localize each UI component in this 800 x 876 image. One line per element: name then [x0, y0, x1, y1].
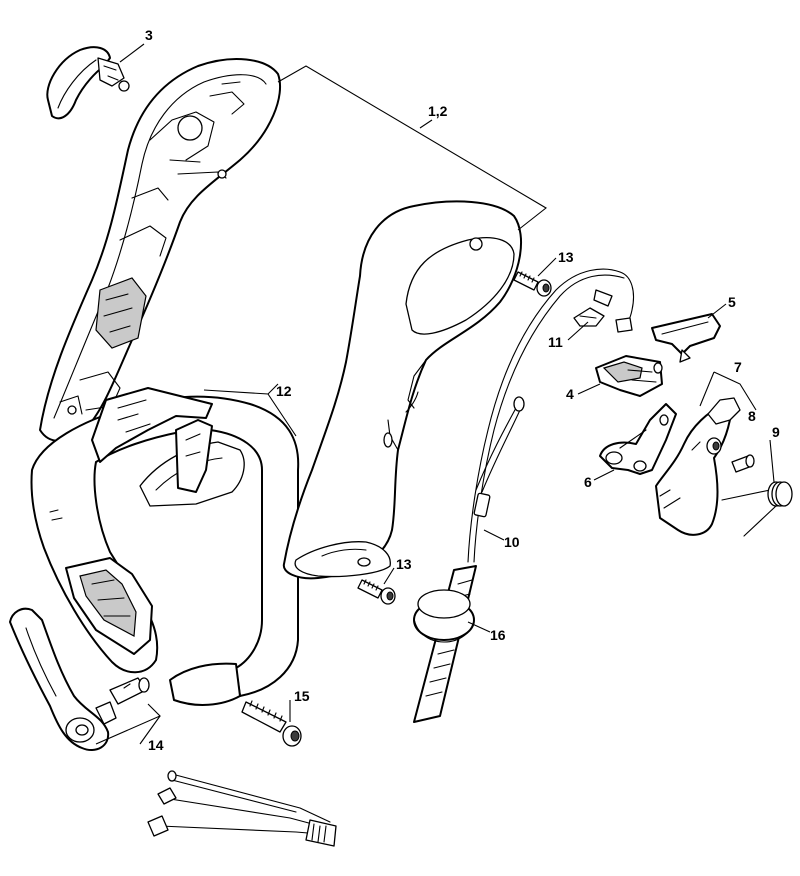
- wiring-harness: [147, 770, 337, 847]
- part-9-spring: [721, 481, 793, 537]
- part-16-cable-grommet: [413, 565, 477, 723]
- part-14-lever: [9, 607, 150, 751]
- part-13-screw-upper: [513, 271, 552, 297]
- callout-14: 14: [148, 737, 164, 753]
- callout-7: 7: [734, 359, 742, 375]
- callout-9: 9: [772, 424, 780, 440]
- part-3-lever: [46, 46, 130, 120]
- part-13-screw-lower: [357, 579, 396, 605]
- part-1-2-left-handle-shell: [39, 58, 282, 442]
- part-4-switch: [595, 355, 663, 397]
- callout-16: 16: [490, 627, 506, 643]
- part-6-bracket: [599, 403, 677, 475]
- callout-13-upper: 13: [558, 249, 574, 265]
- callout-4: 4: [566, 386, 574, 402]
- leader-lines: [95, 43, 775, 745]
- callout-15: 15: [294, 688, 310, 704]
- part-11-contact: [573, 307, 605, 327]
- callout-8: 8: [748, 408, 756, 424]
- part-15-screw: [241, 700, 302, 747]
- part-10-throttle-cable: [467, 268, 635, 563]
- callout-13-lower: 13: [396, 556, 412, 572]
- part-8-pin: [731, 454, 755, 473]
- callout-labels: 3 1,2 13 5 11 4 7 8 9 6 12 10 13 16 15 1…: [145, 27, 780, 753]
- callout-12: 12: [276, 383, 292, 399]
- part-12-lower-housing: [30, 387, 300, 706]
- callout-6: 6: [584, 474, 592, 490]
- part-5-clip: [651, 313, 721, 363]
- callout-1-2: 1,2: [428, 103, 448, 119]
- callout-10: 10: [504, 534, 520, 550]
- callout-3: 3: [145, 27, 153, 43]
- part-1-2-right-handle-shell: [282, 200, 522, 580]
- callout-5: 5: [728, 294, 736, 310]
- part-7-trigger: [655, 397, 741, 536]
- callout-11: 11: [548, 334, 563, 350]
